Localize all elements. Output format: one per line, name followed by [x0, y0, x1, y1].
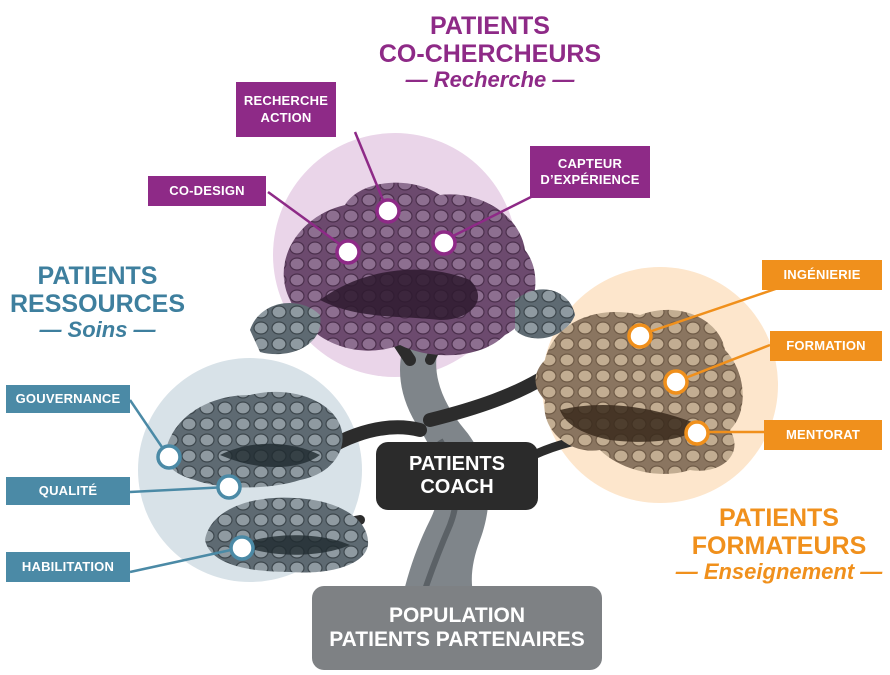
node-co-design: [335, 239, 361, 265]
node-gouvernance: [156, 444, 182, 470]
patients-coach-box: PATIENTS COACH: [376, 442, 538, 510]
tag-capteur-experience: CAPTEUR D’EXPÉRIENCE: [530, 146, 650, 198]
ressources-title-line2: RESSOURCES: [10, 290, 186, 318]
node-formation: [663, 369, 689, 395]
patients-coach-line2: COACH: [420, 476, 494, 498]
population-line1: POPULATION: [388, 603, 526, 627]
node-qualite: [216, 474, 242, 500]
cochercheurs-subtitle: — Recherche —: [405, 67, 575, 92]
node-capteur: [431, 230, 457, 256]
tag-habilitation: HABILITATION: [6, 552, 130, 582]
population-box: POPULATION PATIENTS PARTENAIRES: [312, 586, 602, 670]
population-line2: PATIENTS PARTENAIRES: [329, 628, 585, 651]
tag-qualite: QUALITÉ: [6, 477, 130, 505]
formateurs-title: PATIENTS FORMATEURS — Enseignement —: [672, 504, 886, 585]
tag-mentorat: MENTORAT: [764, 420, 882, 450]
tag-ingenierie: INGÉNIERIE: [762, 260, 882, 290]
node-mentorat: [684, 420, 710, 446]
cochercheurs-title-line2: CO-CHERCHEURS: [378, 40, 602, 68]
tag-recherche-action: RECHERCHE ACTION: [236, 82, 336, 137]
purple-nodes: [335, 198, 457, 265]
purple-connectors: [267, 131, 536, 250]
formateurs-subtitle: — Enseignement —: [675, 559, 883, 584]
tag-gouvernance: GOUVERNANCE: [6, 385, 130, 413]
node-recherche-action: [375, 198, 401, 224]
cochercheurs-title: PATIENTS CO-CHERCHEURS — Recherche —: [375, 12, 605, 93]
node-ingenierie: [627, 323, 653, 349]
teal-nodes: [156, 444, 255, 561]
soins-canopy: [165, 391, 369, 573]
tag-co-design: CO-DESIGN: [148, 176, 266, 206]
cochercheurs-title-line1: PATIENTS: [430, 12, 550, 40]
orange-nodes: [627, 323, 710, 446]
patients-coach-line1: PATIENTS: [409, 453, 505, 475]
tag-formation: FORMATION: [770, 331, 882, 361]
formateurs-title-line2: FORMATEURS: [691, 532, 867, 560]
ressources-subtitle: — Soins —: [39, 317, 156, 342]
ressources-title-line1: PATIENTS: [37, 262, 158, 290]
node-habilitation: [229, 535, 255, 561]
formateurs-title-line1: PATIENTS: [719, 504, 839, 532]
ressources-title: PATIENTS RESSOURCES — Soins —: [10, 262, 185, 343]
